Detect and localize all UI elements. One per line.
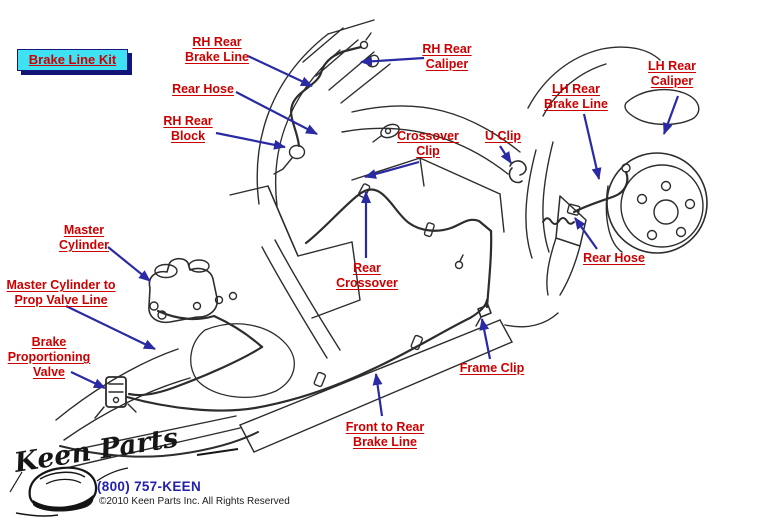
phone-number: (800) 757-KEEN xyxy=(97,479,201,494)
callout-label-line: Brake xyxy=(31,335,67,349)
callout-label-line: Rear xyxy=(353,261,381,275)
callout-label-line: Block xyxy=(170,129,206,143)
callout-label-line: Prop Valve Line xyxy=(14,293,108,307)
callout-label-line: U Clip xyxy=(484,129,522,143)
callout-label-line: Clip xyxy=(416,144,440,158)
callout-label-line: Proportioning xyxy=(7,350,91,364)
callout-u-clip[interactable]: U Clip xyxy=(485,129,521,144)
callout-label-line: Crossover xyxy=(397,129,459,143)
brake-line-kit-button[interactable]: Brake Line Kit xyxy=(17,49,128,71)
callout-label-line: Brake Line xyxy=(544,97,608,111)
callout-frame-clip[interactable]: Frame Clip xyxy=(460,361,525,376)
callout-rear-hose-right[interactable]: Rear Hose xyxy=(583,251,645,266)
callout-label-line: LH Rear xyxy=(552,82,600,96)
callout-label-line: RH Rear xyxy=(192,35,242,49)
callout-label-line: Cylinder xyxy=(58,238,110,252)
callout-rear-hose-top[interactable]: Rear Hose xyxy=(172,82,234,97)
callout-label-line: LH Rear xyxy=(648,59,696,73)
callout-label-line: Master xyxy=(63,223,105,237)
callout-label-line: Brake Line xyxy=(185,50,249,64)
callout-label-line: Crossover xyxy=(336,276,398,290)
callout-label-line: Brake Line xyxy=(353,435,417,449)
callout-label-line: Master Cylinder to xyxy=(6,278,116,292)
callout-label-line: Rear Hose xyxy=(583,251,645,265)
callout-label-line: RH Rear xyxy=(422,42,472,56)
callout-label-line: Valve xyxy=(33,365,65,379)
callout-label-line: RH Rear xyxy=(163,114,213,128)
copyright-text: ©2010 Keen Parts Inc. All Rights Reserve… xyxy=(99,496,290,507)
callout-label-line: Rear Hose xyxy=(172,82,234,96)
callout-label-line: Front to Rear xyxy=(345,420,425,434)
callout-label-line: Frame Clip xyxy=(459,361,525,375)
callout-label-line: Caliper xyxy=(425,57,469,71)
callout-label-line: Caliper xyxy=(650,74,694,88)
